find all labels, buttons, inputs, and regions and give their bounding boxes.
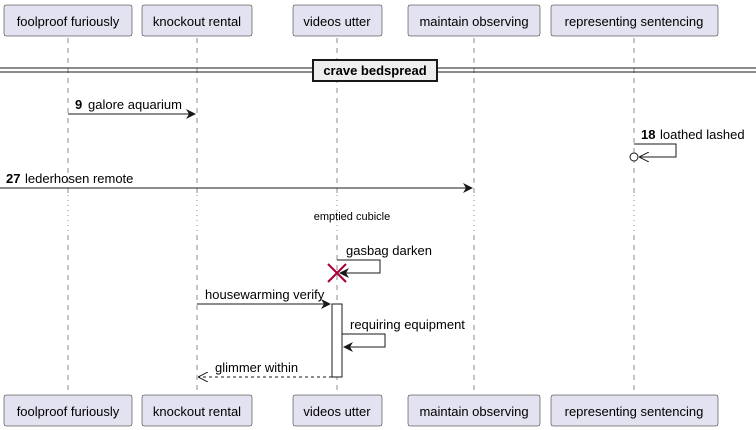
divider-label: crave bedspread bbox=[323, 63, 426, 78]
message-number: 9 bbox=[75, 97, 82, 112]
message-label: requiring equipment bbox=[350, 317, 465, 332]
message-housewarming-verify: housewarming verify bbox=[197, 287, 331, 309]
participant-representing-sentencing-bottom[interactable]: representing sentencing bbox=[550, 394, 719, 427]
message-label: loathed lashed bbox=[660, 127, 745, 142]
participant-videos-utter-bottom[interactable]: videos utter bbox=[292, 394, 383, 427]
participant-label: knockout rental bbox=[153, 404, 241, 419]
participant-label: videos utter bbox=[303, 14, 371, 29]
activation-bar bbox=[331, 303, 343, 378]
participant-knockout-rental-bottom[interactable]: knockout rental bbox=[141, 394, 253, 427]
message-galore-aquarium: 9 galore aquarium bbox=[68, 97, 196, 119]
message-number: 18 bbox=[641, 127, 655, 142]
destroy-icon bbox=[327, 263, 347, 283]
participant-maintain-observing-bottom[interactable]: maintain observing bbox=[407, 394, 541, 427]
divider: crave bedspread bbox=[0, 59, 756, 82]
message-label: glimmer within bbox=[215, 360, 298, 375]
participant-knockout-rental[interactable]: knockout rental bbox=[141, 4, 253, 37]
participant-label: representing sentencing bbox=[565, 404, 704, 419]
message-label: lederhosen remote bbox=[25, 171, 133, 186]
message-label: galore aquarium bbox=[88, 97, 182, 112]
participants-top: foolproof furiously knockout rental vide… bbox=[3, 4, 719, 37]
participant-label: foolproof furiously bbox=[17, 14, 120, 29]
participant-label: foolproof furiously bbox=[17, 404, 120, 419]
delay-label: emptied cubicle bbox=[314, 211, 390, 223]
participant-maintain-observing[interactable]: maintain observing bbox=[407, 4, 541, 37]
participant-videos-utter[interactable]: videos utter bbox=[292, 4, 383, 37]
message-label: gasbag darken bbox=[346, 243, 432, 258]
message-loathed-lashed: 18 loathed lashed bbox=[629, 127, 745, 161]
message-lederhosen-remote: 27 lederhosen remote bbox=[0, 171, 473, 193]
message-requiring-equipment: requiring equipment bbox=[342, 317, 465, 352]
message-label: housewarming verify bbox=[205, 287, 325, 302]
participant-label: videos utter bbox=[303, 404, 371, 419]
lifelines bbox=[67, 38, 635, 395]
participant-label: knockout rental bbox=[153, 14, 241, 29]
participant-label: maintain observing bbox=[419, 14, 528, 29]
participant-foolproof-furiously-bottom[interactable]: foolproof furiously bbox=[3, 394, 133, 427]
message-glimmer-within: glimmer within bbox=[199, 360, 332, 377]
participant-foolproof-furiously[interactable]: foolproof furiously bbox=[3, 4, 133, 37]
participant-label: representing sentencing bbox=[565, 14, 704, 29]
participants-bottom: foolproof furiously knockout rental vide… bbox=[3, 394, 719, 427]
message-number: 27 bbox=[6, 171, 20, 186]
participant-representing-sentencing[interactable]: representing sentencing bbox=[550, 4, 719, 37]
participant-label: maintain observing bbox=[419, 404, 528, 419]
message-gasbag-darken: gasbag darken bbox=[327, 243, 432, 283]
